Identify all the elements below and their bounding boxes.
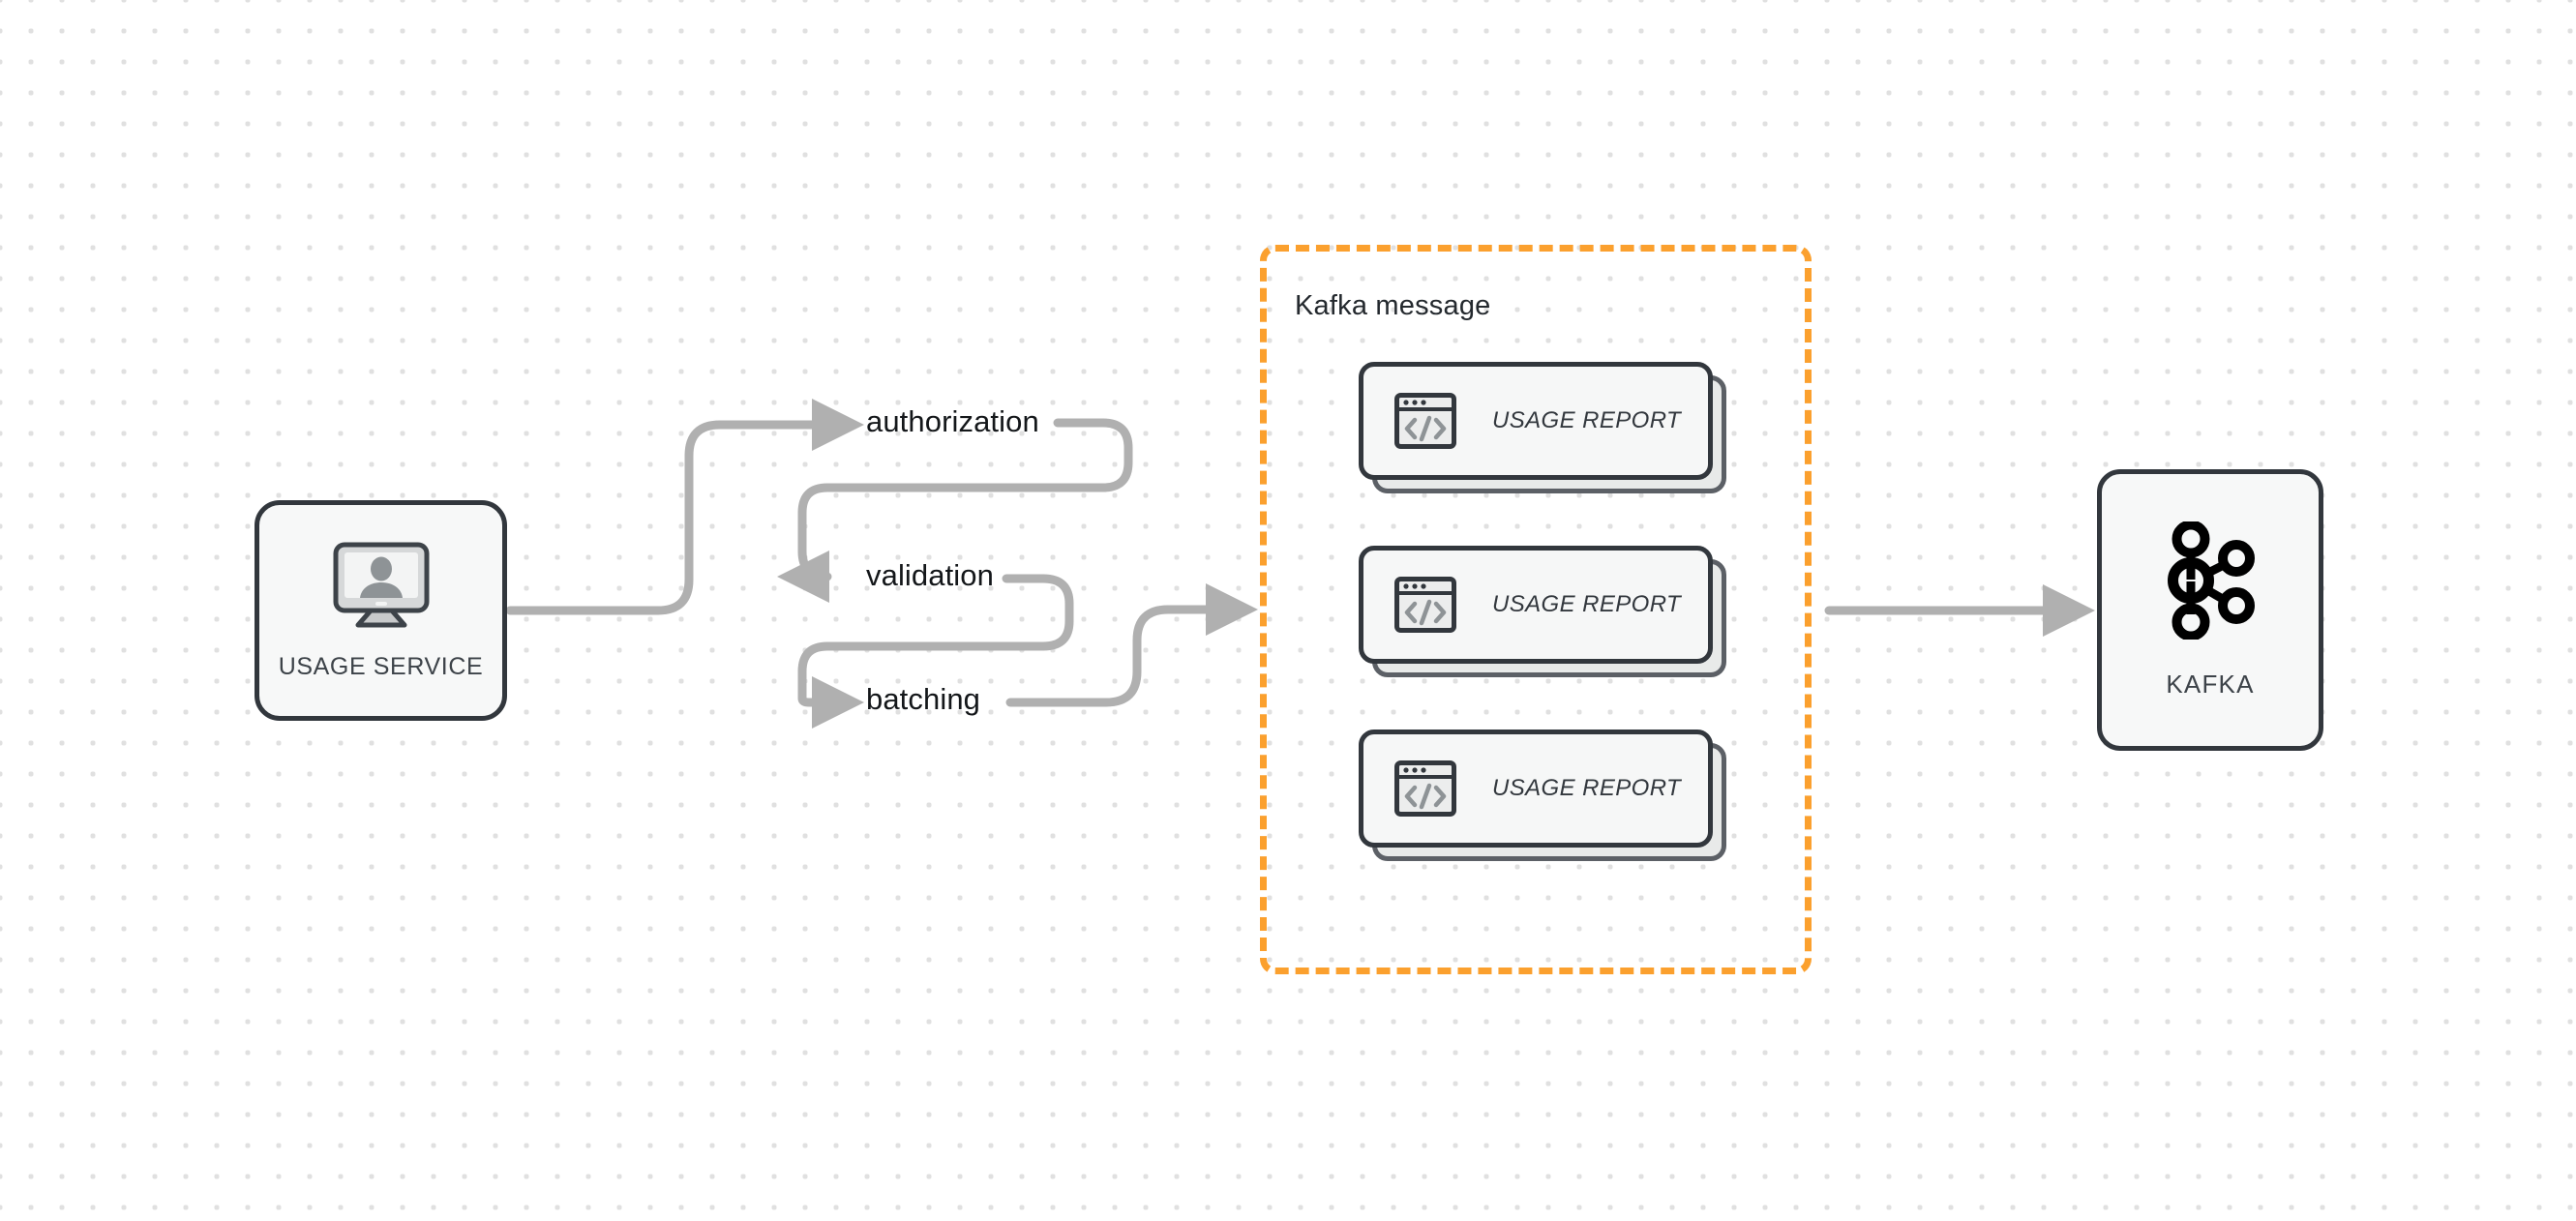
- usage-report-card[interactable]: USAGE REPORT: [1359, 730, 1726, 861]
- pipeline-step-batching[interactable]: batching: [866, 682, 981, 716]
- code-window-icon: [1393, 757, 1457, 820]
- connector-batching-to-kafka-message: [1005, 583, 1258, 707]
- code-window-icon: [1393, 573, 1457, 637]
- monitor-user-icon: [329, 540, 434, 640]
- kafka-message-group[interactable]: [1260, 245, 1812, 974]
- node-kafka[interactable]: KAFKA: [2097, 469, 2323, 751]
- kafka-message-title: Kafka message: [1295, 290, 1491, 321]
- usage-report-card-label: USAGE REPORT: [1492, 775, 1682, 801]
- usage-report-card[interactable]: USAGE REPORT: [1359, 546, 1726, 677]
- node-usage-service-label: USAGE SERVICE: [278, 653, 484, 680]
- usage-report-card-label: USAGE REPORT: [1492, 591, 1682, 617]
- pipeline-step-validation[interactable]: validation: [866, 558, 994, 592]
- node-kafka-label: KAFKA: [2166, 669, 2255, 699]
- connector-authorization-to-validation: [777, 418, 1133, 603]
- pipeline-step-authorization[interactable]: authorization: [866, 404, 1039, 438]
- usage-report-card-label: USAGE REPORT: [1492, 407, 1682, 433]
- kafka-logo-icon: [2160, 520, 2261, 644]
- connector-usage-service-to-authorization: [505, 399, 864, 615]
- node-usage-service[interactable]: USAGE SERVICE: [255, 500, 507, 721]
- code-window-icon: [1393, 389, 1457, 453]
- usage-report-card[interactable]: USAGE REPORT: [1359, 362, 1726, 493]
